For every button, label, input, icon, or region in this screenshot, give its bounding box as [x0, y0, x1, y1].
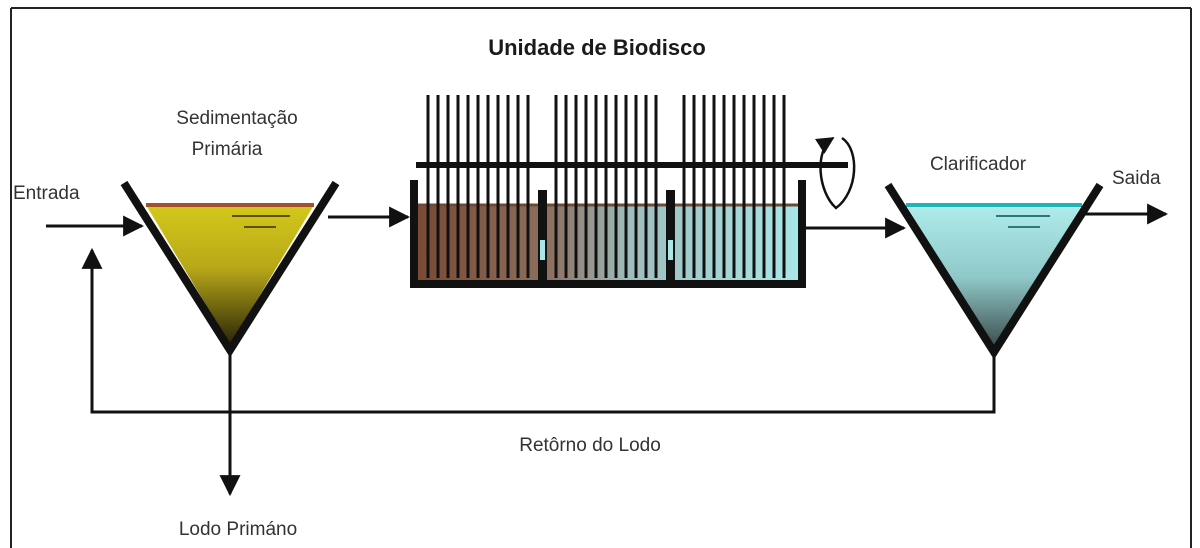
primary-sludge-label: Lodo Primáno [179, 519, 297, 540]
primary-label-line1: Sedimentação [176, 108, 297, 129]
clarifier-tank [884, 182, 1104, 360]
rotating-discs [426, 95, 786, 278]
biodisc-unit [410, 95, 856, 288]
clarifier-liquid [906, 205, 1082, 350]
primary-tank-liquid [146, 205, 314, 345]
sludge-return-label: Retôrno do Lodo [519, 435, 661, 456]
primary-label-line2: Primária [192, 139, 263, 160]
clarifier-label: Clarificador [930, 154, 1027, 175]
outlet-label: Saida [1112, 168, 1161, 189]
biodisc-baffle-2 [666, 190, 675, 280]
biodisc-tank-walls [410, 180, 806, 288]
biodisc-baffle-1 [538, 190, 547, 280]
biodisc-liquid [418, 205, 798, 280]
diagram-title: Unidade de Biodisco [488, 35, 706, 60]
primary-sedimentation-tank [120, 180, 340, 358]
sludge-return-line [81, 247, 996, 414]
inlet-label: Entrada [13, 183, 80, 204]
figure-border [10, 7, 1192, 548]
rotation-arrow-icon [815, 136, 856, 210]
